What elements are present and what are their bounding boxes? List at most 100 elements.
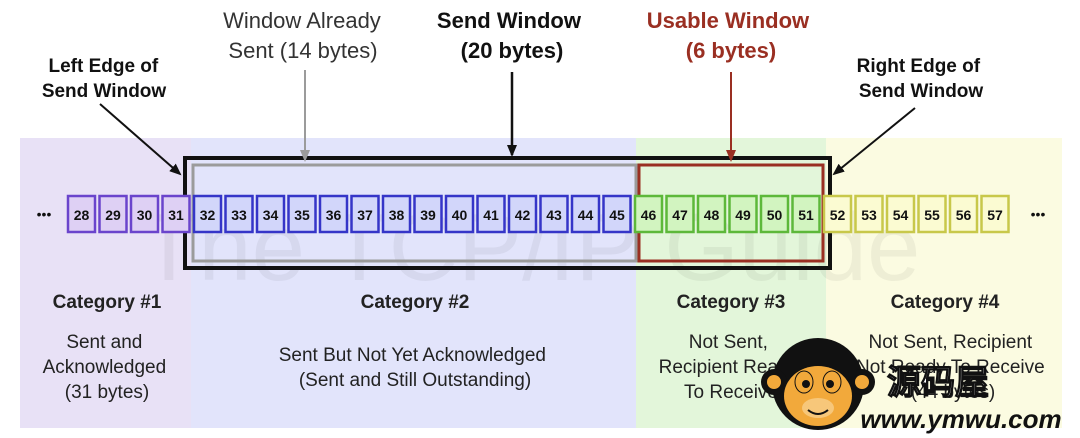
byte-cell-box: [507, 194, 538, 234]
byte-number: 35: [294, 207, 310, 223]
byte-number: 49: [735, 207, 751, 223]
category-3-text: Category #3 Not Sent, Recipient Ready To…: [659, 292, 804, 403]
byte-cell-box: [161, 194, 191, 234]
byte-number: 30: [137, 207, 153, 223]
byte-cell-31: 31: [161, 194, 191, 234]
watermark-badge-text: 源码屋: [887, 363, 989, 403]
category-2-text: Category #2 Sent But Not Yet Acknowledge…: [279, 292, 552, 391]
byte-cell-box: [633, 194, 664, 234]
byte-number: 53: [861, 207, 877, 223]
byte-number: 43: [546, 207, 562, 223]
byte-number: 48: [704, 207, 720, 223]
byte-cell-52: 52: [822, 194, 853, 234]
byte-cell-box: [791, 194, 821, 234]
already-sent-label: Window Already Sent (14 bytes): [223, 8, 387, 63]
byte-cell-45: 45: [602, 194, 632, 234]
byte-cell-box: [224, 194, 254, 234]
byte-cell-53: 53: [854, 194, 884, 234]
byte-cell-34: 34: [255, 194, 286, 234]
send-window-label: Send Window (20 bytes): [437, 8, 587, 63]
category-4-text: Category #4 Not Sent, Recipient Not Read…: [856, 292, 1050, 403]
byte-number: 28: [74, 207, 90, 223]
monkey-face-icon: [761, 338, 875, 430]
category-1-desc: Sent and Acknowledged (31 bytes): [43, 332, 172, 403]
left-edge-arrow: [99, 103, 182, 176]
byte-cell-box: [413, 194, 443, 234]
byte-cell-box: [885, 194, 916, 234]
byte-cell-box: [129, 194, 160, 234]
byte-cell-35: 35: [287, 194, 317, 234]
byte-cell-49: 49: [728, 194, 758, 234]
byte-number: 47: [672, 207, 688, 223]
byte-number: 54: [893, 207, 909, 223]
byte-cell-54: 54: [885, 194, 916, 234]
byte-number: 29: [105, 207, 121, 223]
byte-cell-box: [539, 194, 569, 234]
byte-number: 46: [641, 207, 657, 223]
byte-cell-box: [728, 194, 758, 234]
byte-cell-box: [822, 194, 853, 234]
byte-cell-box: [444, 194, 475, 234]
site-watermark: 源码屋 www.ymwu.com: [761, 338, 1062, 434]
byte-cell-43: 43: [539, 194, 569, 234]
byte-number: 57: [987, 207, 1003, 223]
byte-number: 44: [578, 207, 594, 223]
byte-cell-box: [287, 194, 317, 234]
byte-cell-50: 50: [759, 194, 790, 234]
byte-number: 33: [231, 207, 247, 223]
byte-cell-55: 55: [917, 194, 947, 234]
byte-cell-box: [98, 194, 128, 234]
byte-cell-box: [318, 194, 349, 234]
byte-number: 51: [798, 207, 814, 223]
byte-cell-box: [570, 194, 601, 234]
right-edge-arrow: [832, 107, 916, 176]
byte-cell-42: 42: [507, 194, 538, 234]
byte-cell-box: [696, 194, 727, 234]
byte-cell-box: [66, 194, 97, 234]
right-edge-label: Right Edge of Send Window: [857, 56, 986, 102]
usable-window-label: Usable Window (6 bytes): [647, 8, 816, 63]
category-3-desc: Not Sent, Recipient Ready To Receive: [659, 332, 804, 403]
byte-number: 37: [357, 207, 373, 223]
byte-cell-box: [759, 194, 790, 234]
byte-cell-36: 36: [318, 194, 349, 234]
byte-number: 40: [452, 207, 468, 223]
byte-number: 32: [200, 207, 216, 223]
byte-number: 56: [956, 207, 972, 223]
byte-number: 38: [389, 207, 405, 223]
byte-cell-29: 29: [98, 194, 128, 234]
byte-cell-30: 30: [129, 194, 160, 234]
byte-cell-33: 33: [224, 194, 254, 234]
byte-cell-51: 51: [791, 194, 821, 234]
category-1-title: Category #1: [53, 292, 162, 313]
byte-cell-28: 28: [66, 194, 97, 234]
byte-cell-44: 44: [570, 194, 601, 234]
category-4-desc: Not Sent, Recipient Not Ready To Receive…: [856, 332, 1050, 403]
byte-cell-box: [381, 194, 412, 234]
byte-cell-box: [948, 194, 979, 234]
byte-cell-box: [854, 194, 884, 234]
byte-number: 42: [515, 207, 531, 223]
byte-cell-box: [476, 194, 506, 234]
byte-number: 50: [767, 207, 783, 223]
category-2-panel: [191, 138, 636, 428]
category-2-desc: Sent But Not Yet Acknowledged (Sent and …: [279, 345, 552, 391]
byte-cell-box: [602, 194, 632, 234]
byte-cell-38: 38: [381, 194, 412, 234]
category-1-panel: [20, 138, 191, 428]
category-2-title: Category #2: [361, 292, 470, 313]
byte-cell-box: [350, 194, 380, 234]
byte-cell-47: 47: [665, 194, 695, 234]
byte-cell-box: [665, 194, 695, 234]
category-1-text: Category #1 Sent and Acknowledged (31 by…: [43, 292, 172, 403]
byte-number: 41: [483, 207, 499, 223]
byte-number: 34: [263, 207, 279, 223]
byte-cell-41: 41: [476, 194, 506, 234]
byte-number: 36: [326, 207, 342, 223]
byte-cell-40: 40: [444, 194, 475, 234]
byte-number: 55: [924, 207, 940, 223]
byte-cell-56: 56: [948, 194, 979, 234]
byte-cell-box: [980, 194, 1010, 234]
